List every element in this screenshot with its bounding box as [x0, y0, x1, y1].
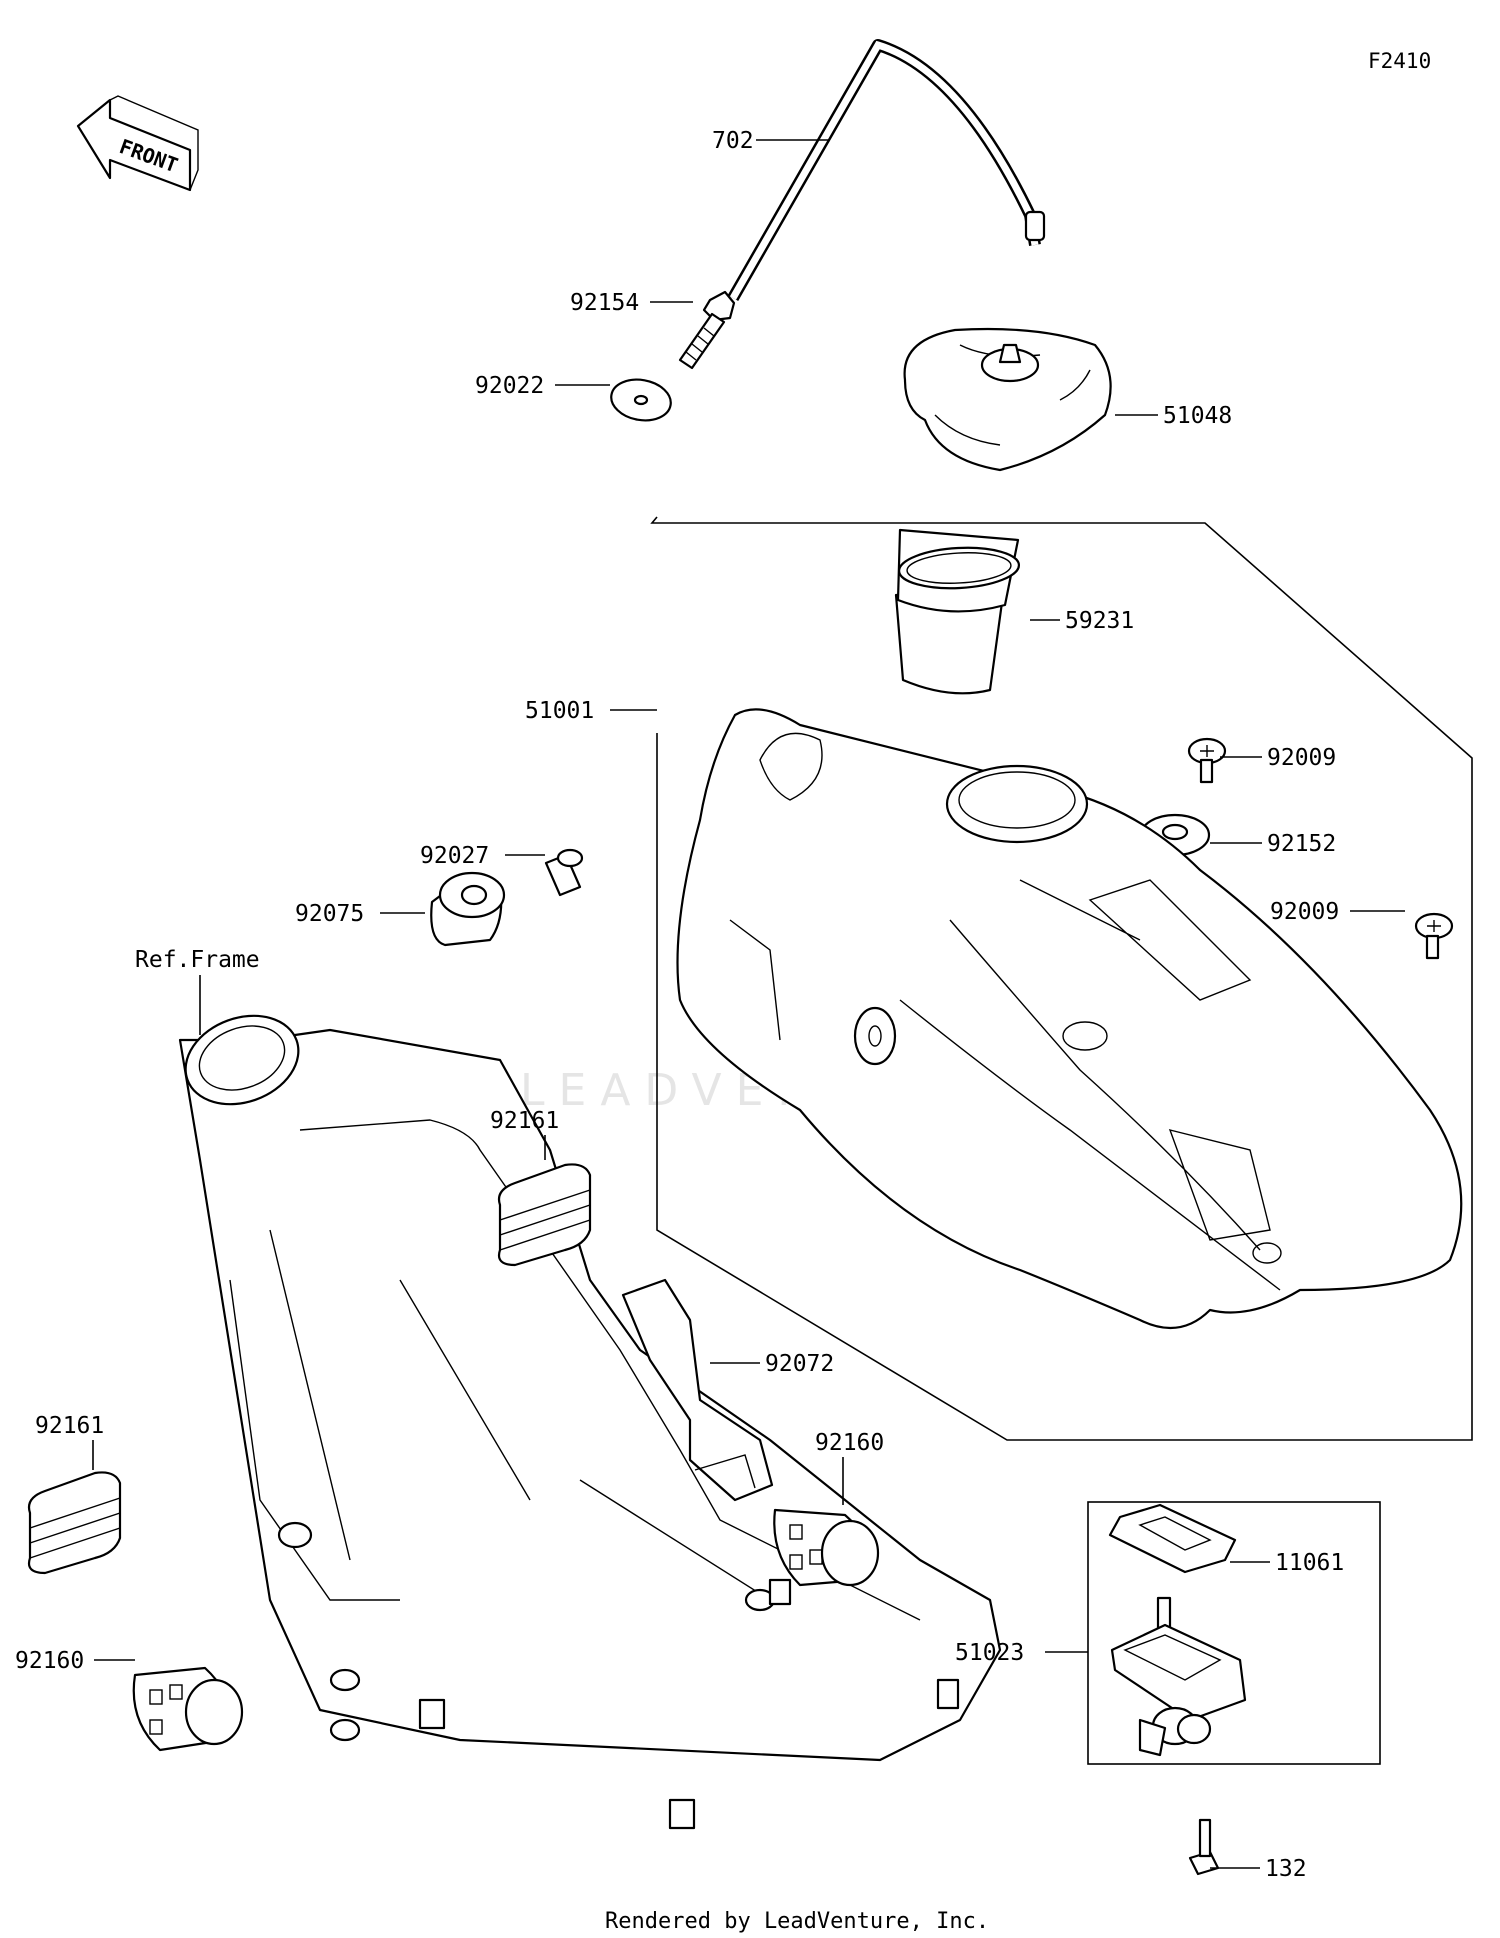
label-92009-upper: 92009 — [1267, 745, 1336, 771]
label-51023: 51023 — [955, 1640, 1024, 1666]
label-132: 132 — [1265, 1856, 1307, 1882]
part-92027-collar — [544, 848, 584, 897]
part-59231-filler-neck — [894, 528, 1021, 695]
label-11061: 11061 — [1275, 1550, 1344, 1576]
render-credit: Rendered by LeadVenture, Inc. — [605, 1909, 989, 1934]
label-92160-right: 92160 — [815, 1430, 884, 1456]
label-92161-left: 92161 — [35, 1413, 104, 1439]
part-51023-group-box — [1087, 1501, 1381, 1765]
part-92009-screw-upper — [1187, 737, 1227, 784]
label-702: 702 — [712, 128, 754, 154]
label-92009-lower: 92009 — [1270, 899, 1339, 925]
label-59231: 59231 — [1065, 608, 1134, 634]
part-92161-rubber-right — [497, 1163, 592, 1267]
part-92009-screw-lower — [1414, 912, 1454, 960]
part-92072-strap — [621, 1278, 774, 1502]
front-direction-arrow: FRONT — [76, 95, 199, 192]
part-92160-sleeve-left — [132, 1666, 244, 1752]
figure-id: F2410 — [1368, 49, 1431, 73]
label-92154: 92154 — [570, 290, 639, 316]
part-702-vent-hose — [727, 39, 1046, 301]
part-92160-sleeve-right — [773, 1508, 880, 1587]
label-92027: 92027 — [420, 843, 489, 869]
label-51001: 51001 — [525, 698, 594, 724]
part-132-screw — [1188, 1818, 1220, 1876]
label-92075: 92075 — [295, 901, 364, 927]
part-51023-fuel-cock — [1110, 1596, 1247, 1757]
part-11061-gasket — [1108, 1503, 1237, 1574]
part-92161-rubber-left — [27, 1471, 122, 1575]
label-92160-left: 92160 — [15, 1648, 84, 1674]
part-92075-damper — [430, 871, 506, 947]
part-92022-washer — [610, 378, 672, 422]
label-92161-right: 92161 — [490, 1108, 559, 1134]
leader-lines — [92, 139, 1405, 1869]
label-51048: 51048 — [1163, 403, 1232, 429]
part-51001-bracket — [650, 516, 1473, 1441]
label-92152: 92152 — [1267, 831, 1336, 857]
part-51048-fuel-cap — [903, 327, 1112, 472]
part-92154-bolt — [678, 290, 736, 370]
label-ref-frame: Ref.Frame — [135, 947, 260, 973]
label-92072: 92072 — [765, 1351, 834, 1377]
part-51001-fuel-tank — [676, 708, 1463, 1330]
label-92022: 92022 — [475, 373, 544, 399]
